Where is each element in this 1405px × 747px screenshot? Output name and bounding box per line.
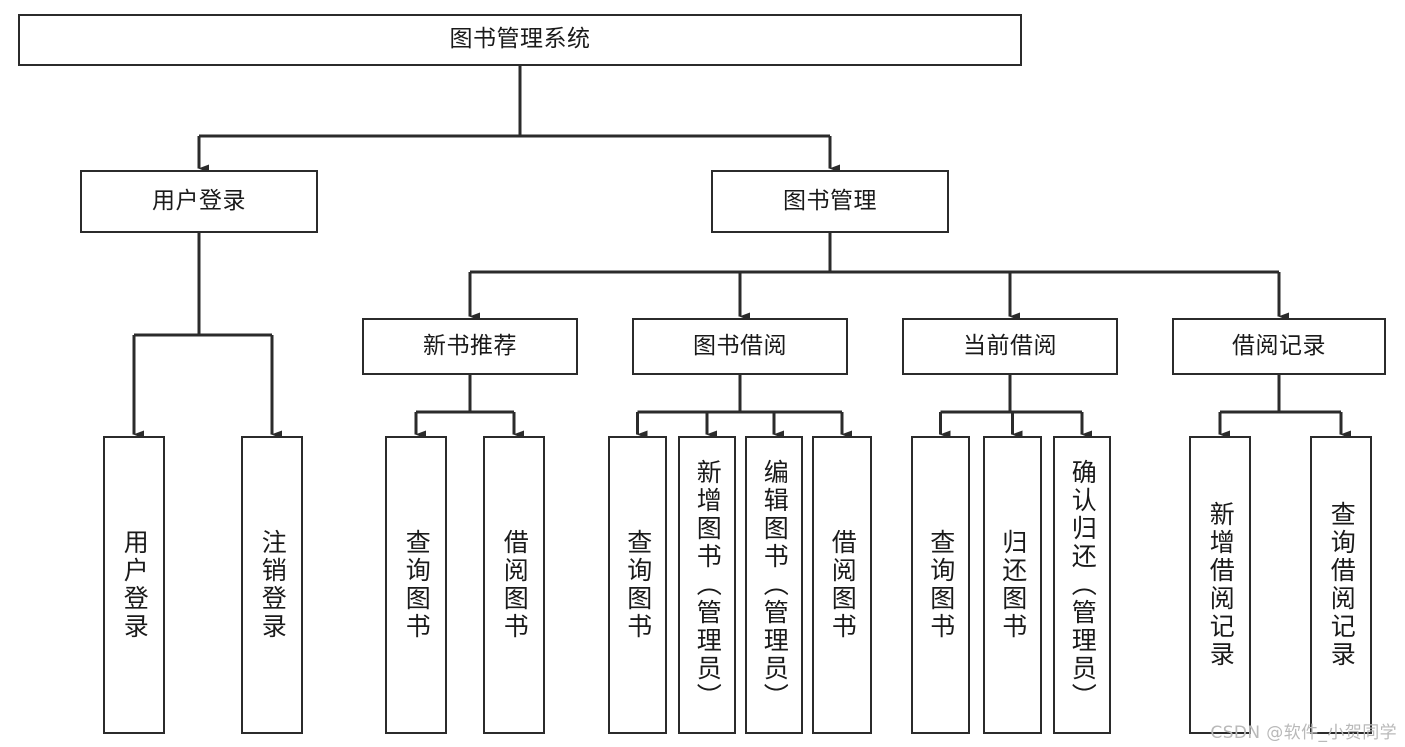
node-lf-userlogin[interactable]: 用户登录	[103, 436, 165, 734]
node-lf-return[interactable]: 归还图书	[983, 436, 1042, 734]
node-lf-logout[interactable]: 注销登录	[241, 436, 303, 734]
node-label: 注销登录	[258, 529, 288, 641]
node-label: 编辑图书（管理员）	[760, 459, 790, 711]
node-l1-books[interactable]: 图书管理	[711, 170, 949, 233]
node-l2-borrow[interactable]: 图书借阅	[632, 318, 848, 375]
node-l2-newrec[interactable]: 新书推荐	[362, 318, 578, 375]
node-lf-confirm[interactable]: 确认归还（管理员）	[1053, 436, 1111, 734]
node-label: 归还图书	[998, 529, 1028, 641]
node-lf-add[interactable]: 新增图书（管理员）	[678, 436, 736, 734]
node-l2-current[interactable]: 当前借阅	[902, 318, 1118, 375]
node-l2-history[interactable]: 借阅记录	[1172, 318, 1386, 375]
edge-lines	[132, 66, 1352, 439]
node-label: 新增借阅记录	[1206, 501, 1236, 669]
node-lf-b2[interactable]: 借阅图书	[812, 436, 872, 734]
node-label: 用户登录	[152, 187, 246, 214]
node-lf-b1[interactable]: 借阅图书	[483, 436, 545, 734]
node-label: 查询图书	[402, 529, 432, 641]
node-label: 查询借阅记录	[1327, 501, 1357, 669]
node-lf-addrec[interactable]: 新增借阅记录	[1189, 436, 1251, 734]
node-label: 图书借阅	[693, 332, 787, 359]
node-label: 确认归还（管理员）	[1068, 459, 1098, 711]
watermark-credit: CSDN @软件_小贺同学	[1210, 723, 1397, 743]
node-label: 新增图书（管理员）	[693, 459, 723, 711]
node-label: 当前借阅	[963, 332, 1057, 359]
node-lf-q3[interactable]: 查询图书	[911, 436, 970, 734]
node-label: 查询图书	[623, 529, 653, 641]
node-lf-edit[interactable]: 编辑图书（管理员）	[745, 436, 803, 734]
node-lf-q1[interactable]: 查询图书	[385, 436, 447, 734]
node-label: 图书管理系统	[449, 26, 591, 53]
node-root[interactable]: 图书管理系统	[18, 14, 1022, 66]
node-label: 用户登录	[120, 529, 150, 641]
node-label: 借阅记录	[1232, 332, 1326, 359]
node-lf-q2[interactable]: 查询图书	[608, 436, 667, 734]
node-l1-login[interactable]: 用户登录	[80, 170, 318, 233]
node-label: 新书推荐	[423, 332, 517, 359]
node-label: 借阅图书	[500, 529, 530, 641]
node-label: 查询图书	[926, 529, 956, 641]
node-label: 借阅图书	[828, 529, 858, 641]
node-lf-qrec[interactable]: 查询借阅记录	[1310, 436, 1372, 734]
node-label: 图书管理	[783, 187, 877, 214]
